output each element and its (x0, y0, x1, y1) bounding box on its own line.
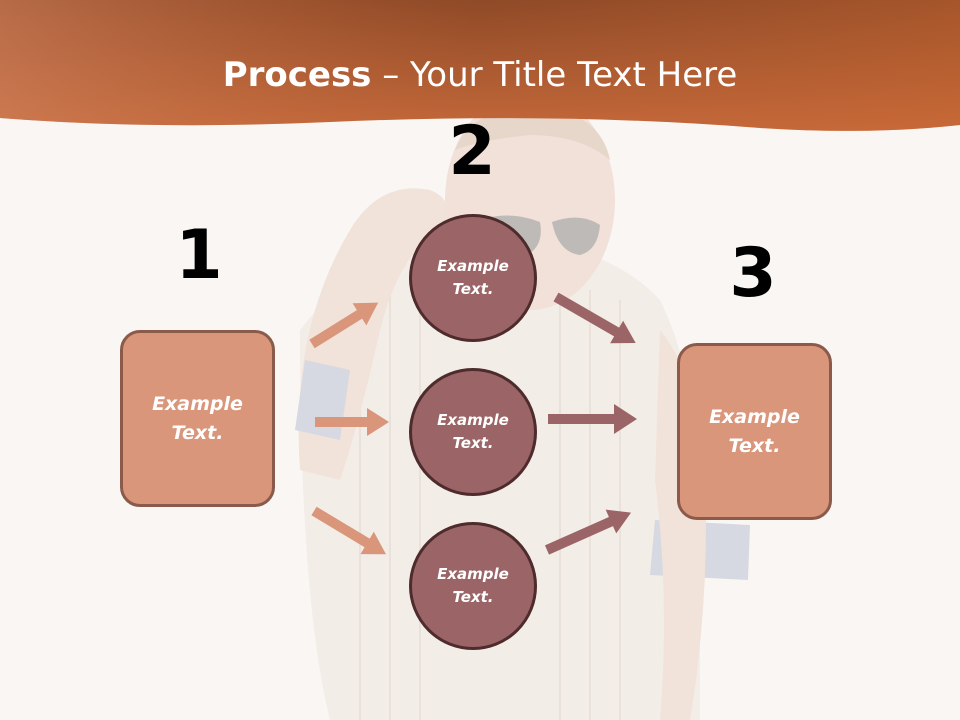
header-band (0, 0, 960, 131)
step-3-box: Example Text. (677, 343, 832, 520)
step-2-circle-middle: Example Text. (409, 368, 537, 496)
step-2-circle-bottom: Example Text. (409, 522, 537, 650)
step-number-2: 2 (448, 112, 496, 191)
title-rest: – Your Title Text Here (371, 55, 738, 95)
step-number-3: 3 (729, 234, 777, 313)
step-1-box: Example Text. (120, 330, 275, 507)
title-bold: Process (222, 55, 372, 95)
step-2-circle-top: Example Text. (409, 214, 537, 342)
step-number-1: 1 (175, 216, 223, 295)
slide-title: Process – Your Title Text Here (0, 52, 960, 98)
